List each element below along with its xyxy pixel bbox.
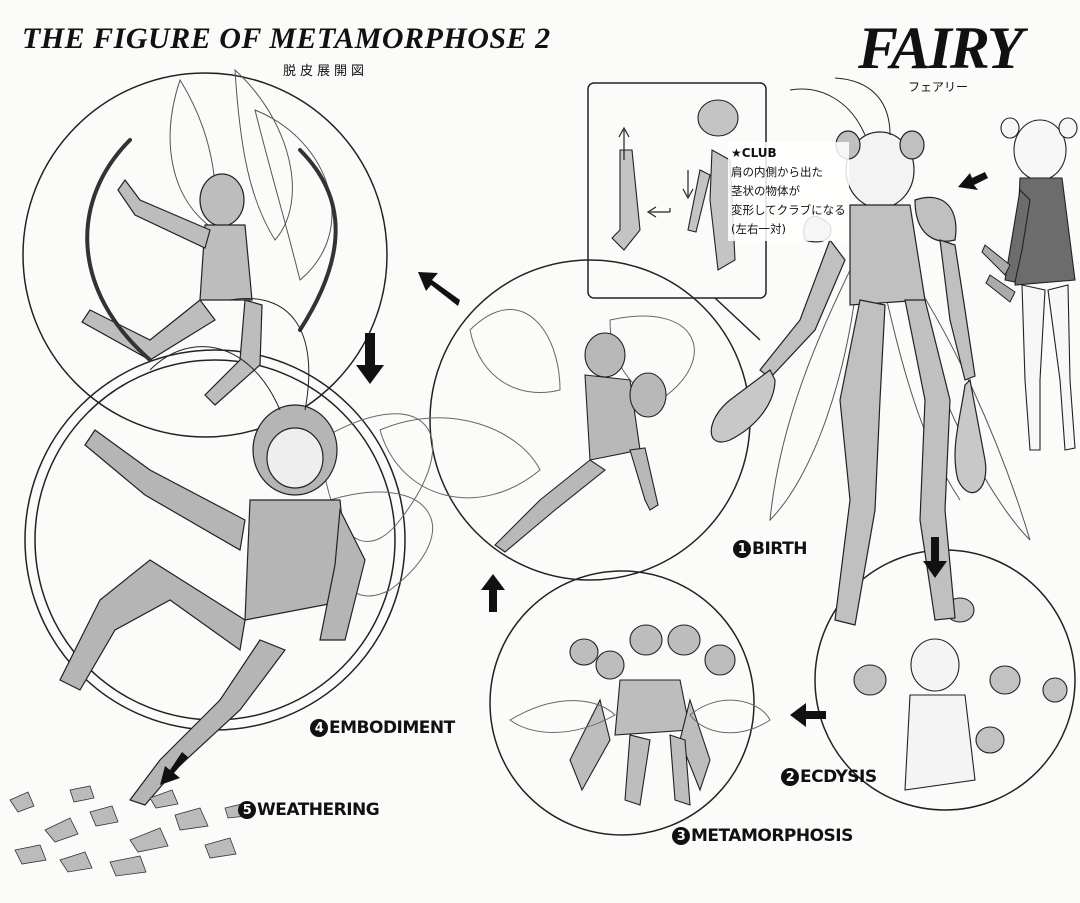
stage-label: EMBODIMENT (329, 718, 455, 738)
club-line: 肩の内側から出た (731, 165, 823, 179)
stage-number: 4 (310, 719, 328, 737)
arrow-birth-to-embodiment (418, 272, 460, 306)
stage-label: BIRTH (752, 539, 807, 559)
club-line: (左右一対) (731, 222, 786, 236)
stage-number: 1 (733, 540, 751, 558)
arrow-down-center (356, 333, 384, 384)
stage-label: METAMORPHOSIS (691, 826, 853, 846)
brand-title: FAIRY (858, 15, 1023, 81)
brand-subtitle: フェアリー (908, 80, 969, 94)
stage-number: 3 (672, 827, 690, 845)
embodiment-circle (22, 72, 388, 438)
stage-label: WEATHERING (257, 800, 380, 820)
club-note: ★CLUB 肩の内側から出た 茎状の物体が 変形してクラブになる (左右一対) (728, 142, 849, 241)
page-title: THE FIGURE OF METAMORPHOSE 2 (22, 22, 551, 55)
club-heading: ★CLUB (731, 146, 777, 160)
stage-number: 5 (238, 801, 256, 819)
arrow-down-weathering (160, 752, 188, 785)
arrow-up-metamorphosis (481, 574, 505, 612)
stage-number: 2 (781, 768, 799, 786)
stage-label: ECDYSIS (800, 767, 877, 787)
arrow-down-birth (923, 537, 947, 578)
metamorphosis-circle (489, 570, 755, 836)
arrow-left-ecdysis (790, 703, 826, 727)
club-line: 変形してクラブになる (731, 203, 846, 217)
page-subtitle: 脱皮展開図 (283, 64, 369, 79)
arrow-toward-fairy (958, 172, 988, 190)
club-line: 茎状の物体が (731, 184, 800, 198)
